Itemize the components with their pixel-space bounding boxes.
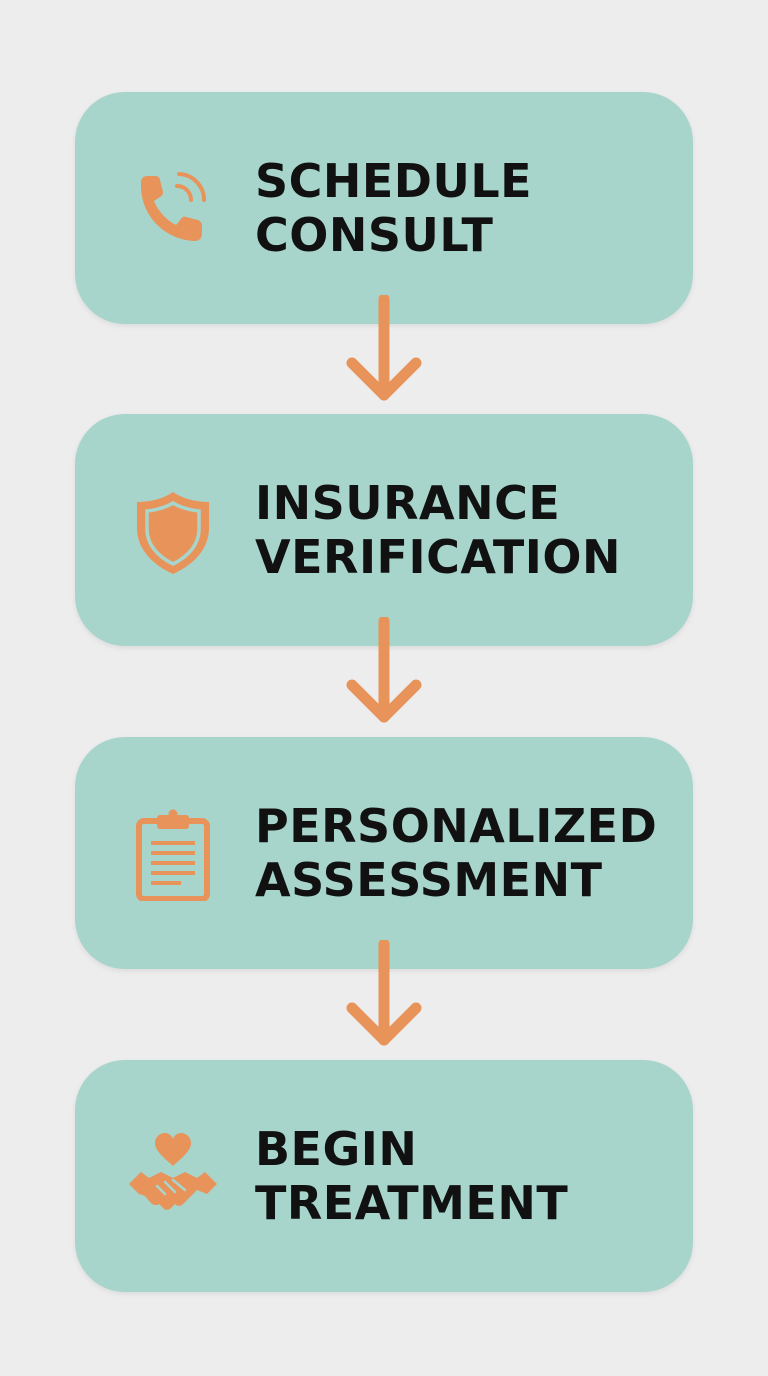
down-arrow-icon xyxy=(344,617,424,727)
step-label-line1: INSURANCE xyxy=(255,476,561,530)
shield-icon xyxy=(127,486,219,578)
step-label-line2: VERIFICATION xyxy=(255,530,621,584)
down-arrow-icon xyxy=(344,940,424,1050)
step-label-line2: ASSESSMENT xyxy=(255,853,603,907)
step-label: INSURANCE VERIFICATION xyxy=(255,476,685,584)
step-insurance-verification: INSURANCE VERIFICATION xyxy=(75,414,693,646)
step-label-line2: CONSULT xyxy=(255,208,494,262)
step-label-line1: SCHEDULE xyxy=(255,154,533,208)
phone-icon xyxy=(127,164,219,256)
step-label: SCHEDULE CONSULT xyxy=(255,154,685,262)
step-schedule-consult: SCHEDULE CONSULT xyxy=(75,92,693,324)
step-label: PERSONALIZED ASSESSMENT xyxy=(255,799,685,907)
step-personalized-assessment: PERSONALIZED ASSESSMENT xyxy=(75,737,693,969)
clipboard-icon xyxy=(127,809,219,901)
step-begin-treatment: BEGIN TREATMENT xyxy=(75,1060,693,1292)
step-label: BEGIN TREATMENT xyxy=(255,1122,685,1230)
handshake-heart-icon xyxy=(127,1132,219,1224)
step-label-line1: BEGIN xyxy=(255,1122,418,1176)
step-label-line2: TREATMENT xyxy=(255,1176,569,1230)
step-label-line1: PERSONALIZED xyxy=(255,799,658,853)
down-arrow-icon xyxy=(344,295,424,405)
